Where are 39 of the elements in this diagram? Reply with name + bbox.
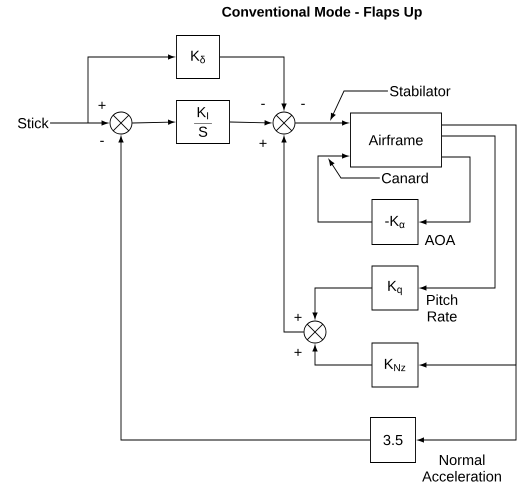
arrow	[318, 154, 372, 222]
block-box: Airframe	[350, 112, 442, 168]
block-box: K$_{q}$	[372, 266, 418, 310]
block-box: K$_{Nz}$	[372, 342, 418, 388]
arrow	[420, 156, 470, 224]
sign-label: -	[100, 140, 104, 142]
leader-label: Canard	[382, 172, 428, 184]
arrow	[50, 54, 174, 124]
arrow	[312, 345, 372, 366]
arrow	[132, 120, 174, 125]
arrow	[312, 288, 372, 319]
block-box: -K$_{α}$	[372, 199, 418, 245]
signal-label: AOA	[424, 234, 456, 246]
arrow	[282, 136, 304, 332]
signal-label: Normal Acceleration	[422, 454, 501, 482]
arrow	[418, 124, 516, 442]
sign-label: +	[98, 102, 106, 109]
sign-label: +	[294, 348, 302, 356]
sign-label: -	[261, 104, 265, 105]
summing-junction	[304, 320, 326, 344]
block-box: 3.5	[370, 417, 416, 463]
leader-label: Stabilator	[390, 86, 450, 96]
arrow	[295, 120, 348, 126]
sign-label: +	[294, 314, 302, 321]
arrow	[220, 56, 286, 110]
arrow	[118, 136, 370, 440]
signal-label: Stick	[18, 118, 49, 128]
summing-junction	[110, 112, 132, 134]
leader-line	[328, 159, 380, 178]
leader-line	[330, 90, 388, 120]
block-box: K$_{I}$ S	[176, 100, 230, 144]
arrow	[230, 120, 271, 126]
signal-label: Pitch Rate	[427, 294, 458, 322]
arrow	[420, 136, 496, 290]
block-box: K$_{δ}$	[176, 35, 220, 79]
sign-label: +	[259, 140, 267, 147]
summing-junction	[272, 112, 296, 134]
sign-label: -	[301, 104, 305, 105]
title: Conventional Mode - Flaps Up	[222, 6, 422, 20]
